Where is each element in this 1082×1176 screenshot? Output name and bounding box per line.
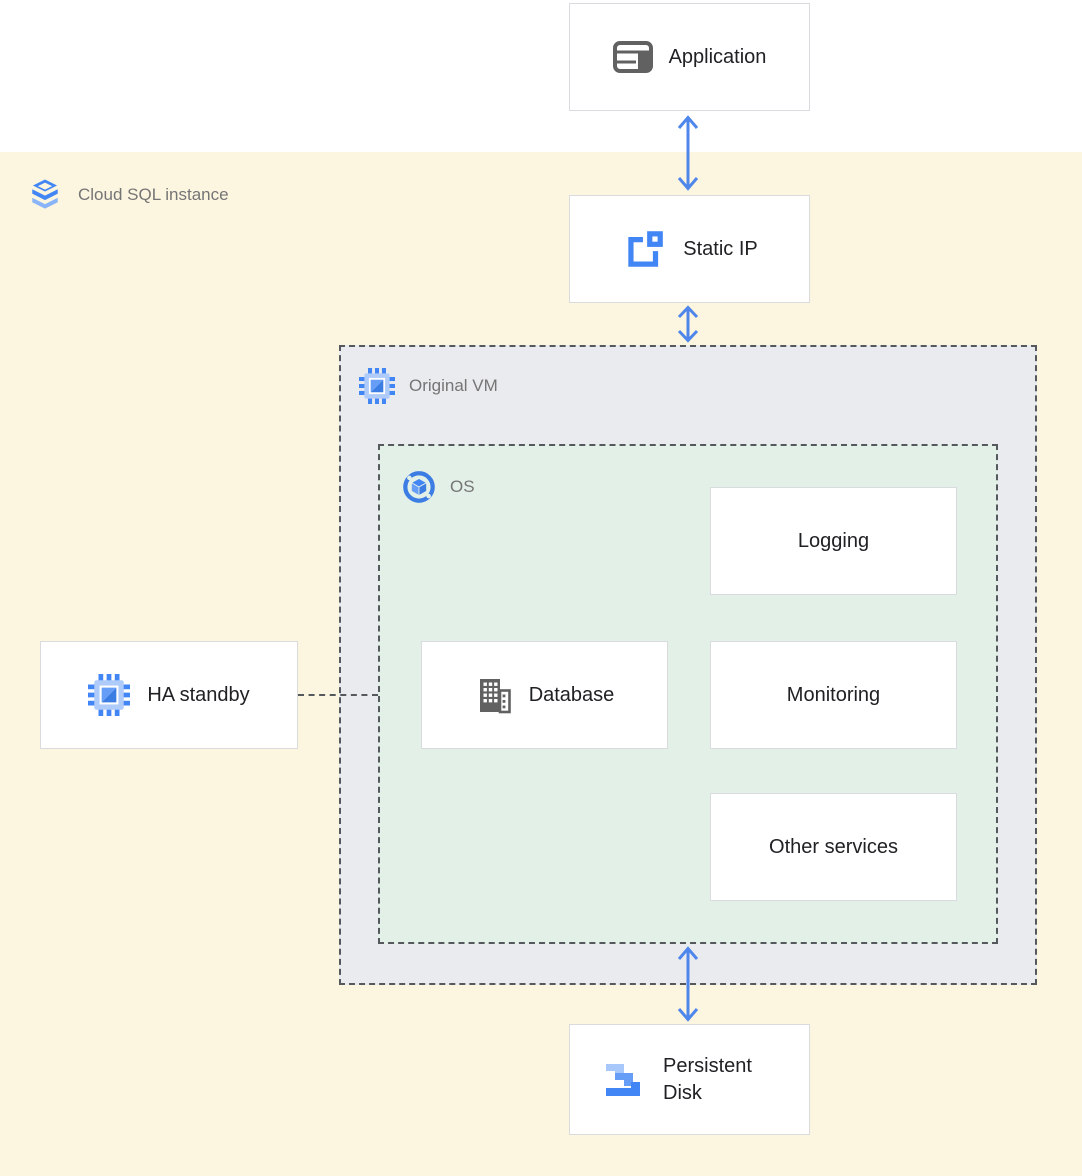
cloud-sql-region-label: Cloud SQL instance — [26, 176, 229, 214]
node-other-services: Other services — [710, 793, 957, 901]
os-label: OS — [402, 470, 475, 504]
application-label: Application — [668, 45, 767, 68]
original-vm-label: Original VM — [359, 368, 498, 404]
application-icon — [612, 41, 653, 73]
cloud-sql-icon — [26, 176, 64, 214]
other-services-label: Other services — [769, 835, 898, 858]
persistent-disk-label: Persistent Disk — [663, 1054, 752, 1104]
node-persistent-disk: Persistent Disk — [569, 1024, 810, 1135]
ha-standby-connector — [298, 694, 378, 696]
node-monitoring: Monitoring — [710, 641, 957, 749]
ha-standby-label: HA standby — [147, 683, 250, 706]
monitoring-label: Monitoring — [786, 683, 881, 706]
os-image-icon — [402, 470, 436, 504]
external-ip-icon — [621, 226, 667, 272]
static-ip-label: Static IP — [683, 237, 758, 260]
compute-engine-icon — [359, 368, 395, 404]
node-logging: Logging — [710, 487, 957, 595]
original-vm-text: Original VM — [409, 376, 498, 395]
compute-engine-icon — [88, 674, 131, 716]
persistent-disk-icon — [601, 1058, 645, 1102]
cloud-sql-region-text: Cloud SQL instance — [78, 185, 229, 204]
os-text: OS — [450, 477, 475, 496]
logging-label: Logging — [797, 529, 870, 552]
node-application: Application — [569, 3, 810, 111]
node-static-ip: Static IP — [569, 195, 810, 303]
database-label: Database — [528, 683, 615, 706]
database-icon — [475, 676, 513, 714]
node-database: Database — [421, 641, 668, 749]
node-ha-standby: HA standby — [40, 641, 298, 749]
